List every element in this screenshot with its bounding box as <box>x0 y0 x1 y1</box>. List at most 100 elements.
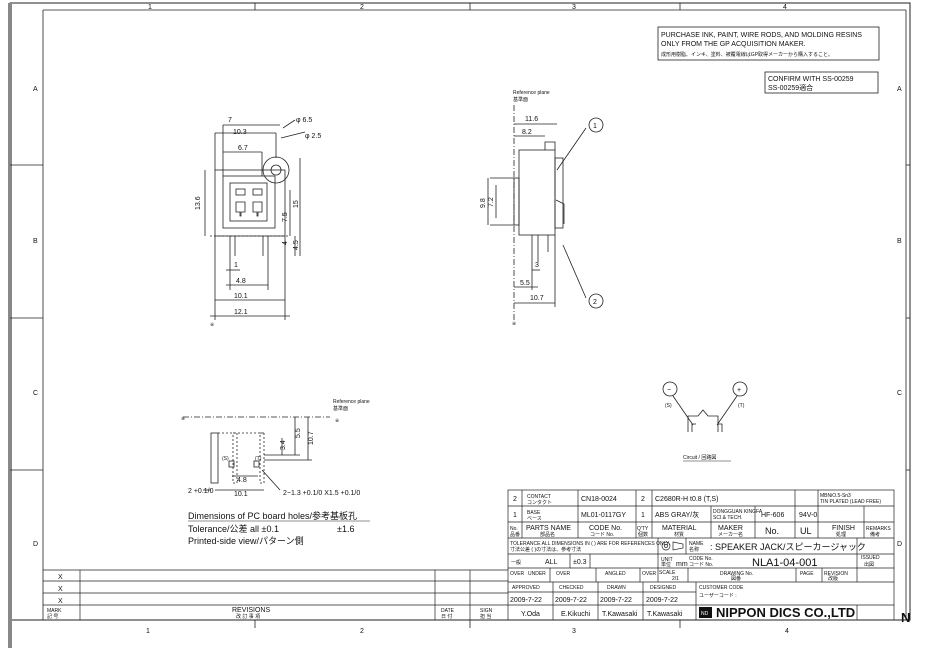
name-label-jp: 名称 <box>689 546 699 553</box>
revisions-header-jp: 改 訂 事 項 <box>236 613 260 620</box>
designed-label: DESIGNED <box>650 585 677 591</box>
row-label-c: C <box>33 390 38 397</box>
col-label-3: 3 <box>572 4 576 11</box>
bom-row1-code: ML01-0117GY <box>581 512 626 519</box>
customer-code-label: CUSTOMER CODE <box>699 585 744 591</box>
bom-row1-material: ABS GRAY/灰 <box>655 510 699 519</box>
front-dim-7: 7 <box>228 117 232 124</box>
side-reference-plane-jp: 基準面 <box>513 96 528 103</box>
page-label: PAGE <box>800 571 814 577</box>
row-label-b-right: B <box>897 238 902 245</box>
bom-header-no-jp: 品番 <box>510 531 520 538</box>
drawing-no-label: DRAWING No. <box>720 571 753 577</box>
bom-row2-code: CN18-0024 <box>581 496 617 503</box>
company-logo <box>699 607 712 618</box>
part-name: : SPEAKER JACK/スピーカージャック <box>710 542 866 552</box>
pcb-star-right: ※ <box>335 418 339 424</box>
col-label-2: 2 <box>360 4 364 11</box>
side-dim-98: 9.8 <box>480 198 487 208</box>
front-dim-48: 4.8 <box>236 278 246 285</box>
purchase-note-line1: PURCHASE INK, PAINT, WIRE RODS, AND MOLD… <box>661 32 862 39</box>
bom-header-ul: UL <box>800 526 812 536</box>
under-label: UNDER <box>528 571 546 577</box>
bom-row1-ul: 94V-0 <box>799 512 817 519</box>
projection-symbol-cone <box>672 541 684 551</box>
designed-date: 2009-7-22 <box>646 597 678 604</box>
col-label-3-bottom: 3 <box>572 628 576 635</box>
front-dim-75: 7.5 <box>282 212 289 222</box>
issued-label: ISSUED <box>861 555 880 561</box>
revisions-date-header: DATE <box>441 608 455 614</box>
circuit-label: Circuit / 回路図 <box>683 454 716 461</box>
tolerance-note: TOLERANCE ALL DIMENSIONS IN ( ) ARE FOR … <box>510 541 670 547</box>
bom-header-remarks: REMARKS <box>866 526 891 532</box>
side-dim-55: 5.5 <box>520 280 530 287</box>
pcb-dim-107: 10.7 <box>308 431 315 445</box>
projection-symbol-circle <box>661 541 671 551</box>
angled-label: ANGLED <box>605 571 626 577</box>
col-label-4-bottom: 4 <box>785 628 789 635</box>
checked-label: CHECKED <box>559 585 584 591</box>
corner-mark: N <box>901 610 910 625</box>
revisions-sign-header-jp: 担 当 <box>480 613 491 620</box>
row-label-a-right: A <box>897 86 902 93</box>
front-star-mark: ※ <box>210 322 214 328</box>
front-dim-phi25: φ 2.5 <box>305 133 321 140</box>
approved-label: APPROVED <box>512 585 540 591</box>
bom-row2-finish-line1: MBNiO.5-Sn3 <box>820 493 851 499</box>
side-dim-107: 10.7 <box>530 295 544 302</box>
balloon-1: 1 <box>593 123 597 130</box>
bom-row1-maker-no: HF-606 <box>761 512 784 519</box>
confirm-box <box>764 71 879 94</box>
side-dim-82: 8.2 <box>522 129 532 136</box>
bom-header-maker-no: No. <box>765 526 779 536</box>
circuit-minus: − <box>667 387 671 394</box>
row-label-d: D <box>33 541 38 548</box>
bom-row1-no: 1 <box>513 512 517 519</box>
revisions-date-header-jp: 日 付 <box>441 613 452 620</box>
approved-date: 2009-7-22 <box>510 597 542 604</box>
front-dim-67: 6.7 <box>238 145 248 152</box>
front-dim-101: 10.1 <box>234 293 248 300</box>
pcb-reference-plane-jp: 基準面 <box>333 405 348 412</box>
tolerance-all: ALL <box>545 559 558 566</box>
pcb-dim-2: 2 +0.1/0 <box>188 488 214 495</box>
checked-by: E.Kikuchi <box>561 611 591 618</box>
row-label-c-right: C <box>897 390 902 397</box>
tolerance-value: ±0.3 <box>573 559 587 566</box>
code-no-label: CODE No. <box>689 556 713 562</box>
row-label-b: B <box>33 238 38 245</box>
purchase-note-jp: 成形用樹脂、インキ、塗料、被覆電線はGP取得メーカーから購入すること。 <box>661 51 833 58</box>
company-logo-text: ND <box>701 611 709 617</box>
bom-row1-name: BASE <box>527 510 541 516</box>
bom-row1-name-jp: ベース <box>527 516 542 522</box>
purchase-note-line2: ONLY FROM THE GP ACQUISITION MAKER. <box>661 41 806 48</box>
pcb-dim-34: 3.4 <box>280 440 287 450</box>
approved-by: Y.Oda <box>521 611 540 618</box>
bom-row2-qty: 2 <box>641 496 645 503</box>
over-label-3: OVER <box>642 571 657 577</box>
front-dim-45: 4.5 <box>293 240 300 250</box>
side-star-mark: ※ <box>512 321 516 327</box>
designed-by: T.Kawasaki <box>647 611 683 618</box>
revision-row-2-mark: X <box>58 586 63 593</box>
drawn-by: T.Kawasaki <box>602 611 638 618</box>
circuit-plus: + <box>737 387 741 394</box>
confirm-line2: SS-00259適合 <box>768 83 813 92</box>
front-dim-103: 10.3 <box>233 129 247 136</box>
pcb-holes-view <box>183 416 330 491</box>
bom-row2-no: 2 <box>513 496 517 503</box>
bom-header-maker: MAKER <box>718 525 743 532</box>
bom-row1-qty: 1 <box>641 512 645 519</box>
revisions-sign-header: SIGN <box>480 608 493 614</box>
bom-header-maker-jp: メーカー名 <box>718 531 743 538</box>
front-dim-136: 13.6 <box>195 196 202 210</box>
pcb-s-label: (S) <box>222 456 229 462</box>
scale-label: SCALE <box>659 570 676 576</box>
code-value: NLA1-04-001 <box>752 557 817 569</box>
revisions-mark-header: MARK <box>47 608 62 614</box>
col-label-1: 1 <box>148 4 152 11</box>
bom-header-no: No. <box>510 526 518 532</box>
bom-row2-material: C2680R-H t0.8 (T,S) <box>655 496 718 503</box>
front-dim-121: 12.1 <box>234 309 248 316</box>
